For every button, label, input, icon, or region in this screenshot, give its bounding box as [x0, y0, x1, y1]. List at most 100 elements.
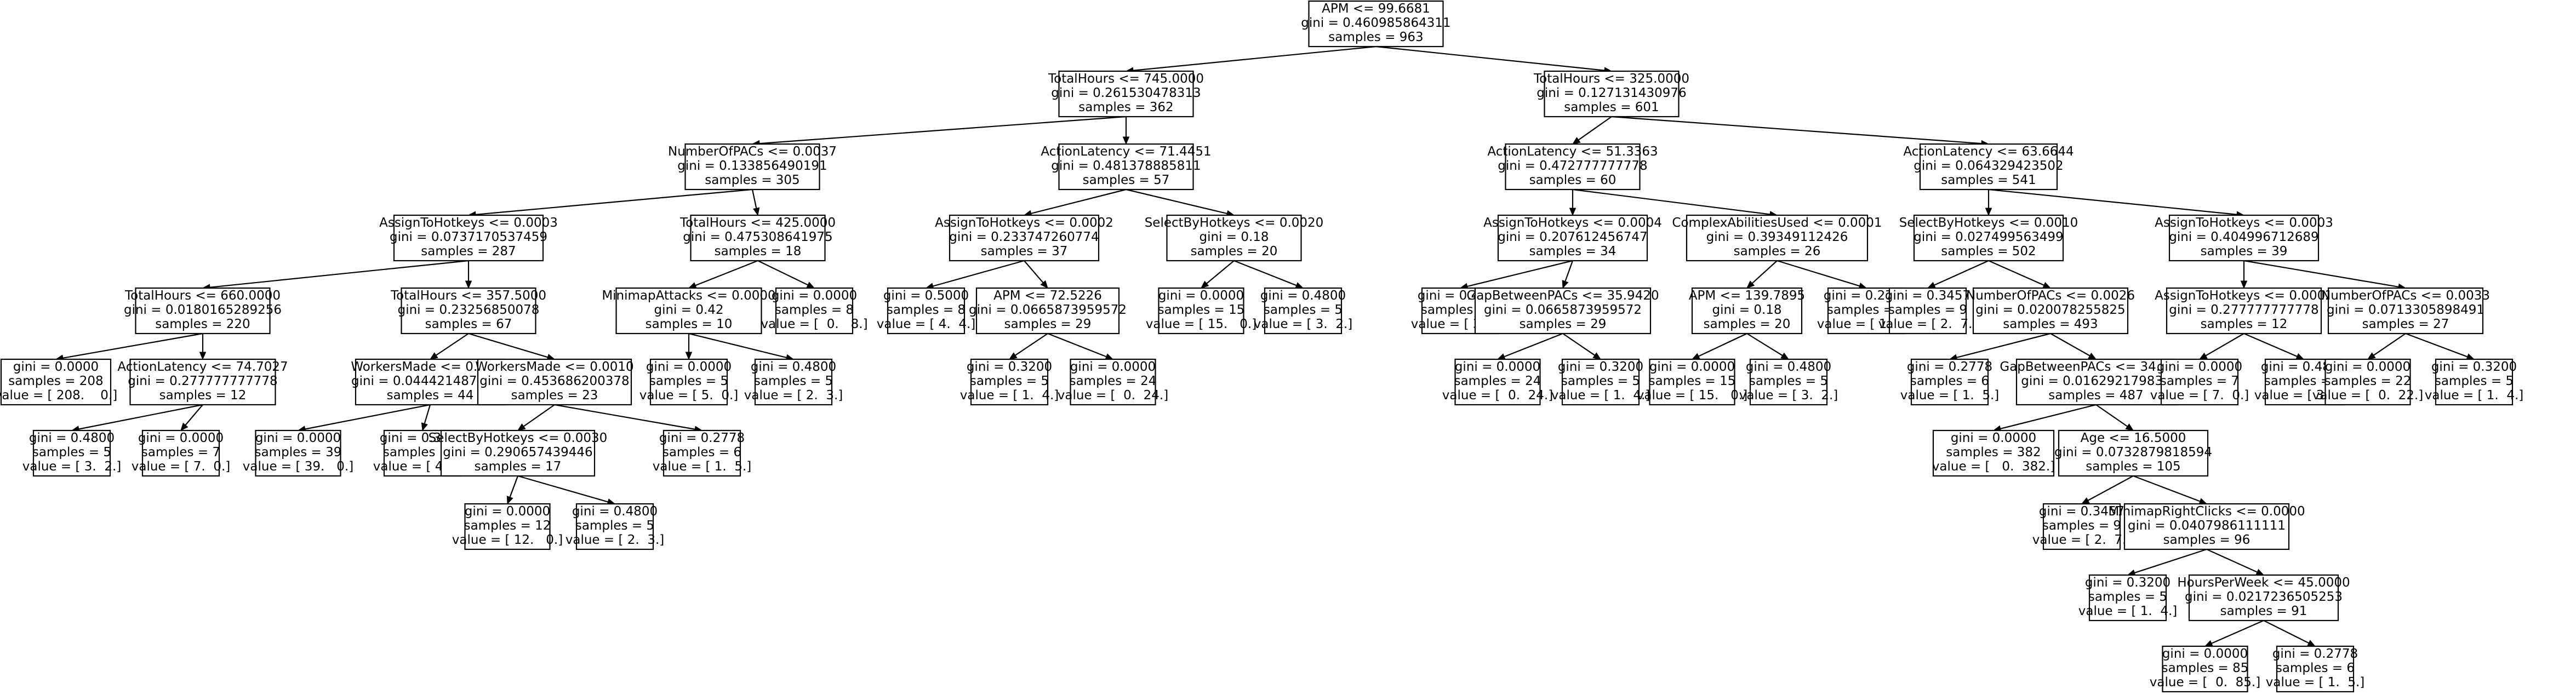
edge-n53-n57 [506, 475, 519, 505]
arrowhead-icon [1040, 280, 1048, 289]
node-line-3: samples = 541 [1941, 173, 2036, 187]
node-line-2: samples = 7 [2160, 374, 2239, 388]
node-line-2: gini = 0.0180165289256 [124, 303, 282, 317]
edge-n10-n22 [1233, 260, 1304, 289]
edge-n3-n7 [467, 188, 753, 219]
node-box [754, 358, 833, 406]
edge-line [2211, 619, 2264, 644]
node-line-3: value = [ 2. 7.] [2032, 533, 2132, 547]
node-line-1: ActionLatency <= 71.4451 [1041, 145, 1211, 159]
edge-n1-n4 [1122, 117, 1130, 145]
arrowhead-icon [1497, 353, 1506, 360]
node-box [2015, 358, 2177, 406]
node-line-2: gini = 0.0217236505253 [2185, 590, 2343, 604]
edge-line [2206, 548, 2258, 573]
edge-n44-n56 [2095, 404, 2134, 431]
node-line-3: value = [ 1. 4.] [2425, 388, 2524, 403]
edge-line [1375, 45, 1605, 71]
arrowhead-icon [685, 352, 693, 360]
node-line-1: AssignToHotkeys <= 0.0002 [935, 216, 1113, 230]
node-line-2: samples = 9 [1888, 303, 1967, 317]
arrowhead-icon [1927, 282, 1936, 289]
node-line-2: samples = 5 [649, 374, 728, 388]
node-box [575, 503, 654, 550]
node-line-3: samples = 963 [1328, 30, 1423, 44]
arrowhead-icon [180, 422, 189, 431]
node-line-2: samples = 9 [2042, 519, 2121, 533]
node-line-2: samples = 5 [575, 519, 654, 533]
node-line-2: samples = 8 [775, 303, 854, 317]
arrowhead-icon [1201, 280, 1209, 289]
edge-line [1751, 260, 1778, 284]
arrowhead-icon [2042, 282, 2052, 289]
node-line-1: GapBetweenPACs <= 35.9420 [1466, 289, 1659, 303]
arrowhead-icon [421, 422, 428, 432]
node-line-2: gini = 0.42 [654, 303, 723, 317]
node-line-1: TotalHours <= 325.0000 [1533, 72, 1689, 86]
node-line-3: value = [ 1. 5.] [1900, 388, 2000, 403]
edge-n17-n35 [685, 334, 693, 360]
edge-line [1133, 45, 1376, 71]
node-line-3: samples = 12 [159, 388, 247, 403]
node-line-3: value = [ 7. 0.] [2150, 388, 2249, 403]
edge-line [1611, 116, 1982, 145]
node-line-2: gini = 0.475308641975 [683, 230, 832, 244]
node-box [2188, 574, 2339, 622]
edge-line [475, 188, 753, 215]
edge-n56-n59 [2081, 475, 2134, 504]
node-line-1: SelectByHotkeys <= 0.0030 [429, 431, 608, 445]
arrowhead-icon [2367, 352, 2376, 360]
node-line-3: samples = 305 [705, 173, 799, 187]
node-box [684, 143, 820, 191]
node-line-1: gini = 0.0000 [1951, 431, 2036, 445]
node-line-2: gini = 0.481378885811 [1051, 159, 1201, 173]
edge-n29-n45 [2198, 333, 2244, 360]
node-line-3: samples = 18 [715, 244, 802, 259]
node-line-1: AssignToHotkeys <= 0.0004 [1483, 216, 1662, 230]
edge-n20-n37 [1008, 333, 1048, 360]
node-line-1: gini = 0.0000 [1455, 360, 1540, 374]
edge-line [1467, 260, 1573, 287]
arrowhead-icon [465, 280, 472, 289]
node-line-3: value = [ 1. 4.] [960, 388, 1059, 403]
edge-line [2000, 404, 2097, 429]
node-line-2: gini = 0.207612456747 [1498, 230, 1647, 244]
edge-n6-n13 [1985, 189, 1992, 216]
arrowhead-icon [753, 207, 760, 216]
arrowhead-icon [1691, 353, 1700, 360]
node-line-2: gini = 0.23256850078 [398, 303, 540, 317]
node-box [949, 214, 1100, 262]
edge-n24-n39 [1497, 332, 1563, 360]
node-line-2: gini = 0.027499563499 [1914, 230, 2063, 244]
node-line-3: samples = 20 [1704, 317, 1791, 331]
node-line-1: gini = 0.0000 [13, 360, 99, 374]
edge-line [695, 260, 758, 286]
node-line-2: samples = 7 [141, 445, 220, 459]
edge-n60-n61 [2127, 548, 2207, 576]
node-box [2042, 503, 2121, 550]
edge-line [751, 189, 757, 209]
node-line-3: value = [ 1. 4.] [2078, 604, 2178, 618]
arrowhead-icon [1572, 137, 1581, 145]
edge-n14-n29 [2240, 261, 2248, 289]
node-line-1: TotalHours <= 660.0000 [124, 289, 281, 303]
edges-layer [55, 45, 2475, 647]
arrowhead-icon [517, 423, 526, 431]
edge-line [436, 333, 469, 356]
node-line-3: value = [ 1. 4.] [1551, 388, 1650, 403]
node-box [2123, 503, 2290, 550]
node-line-3: value = [ 4. 4.] [877, 317, 976, 331]
